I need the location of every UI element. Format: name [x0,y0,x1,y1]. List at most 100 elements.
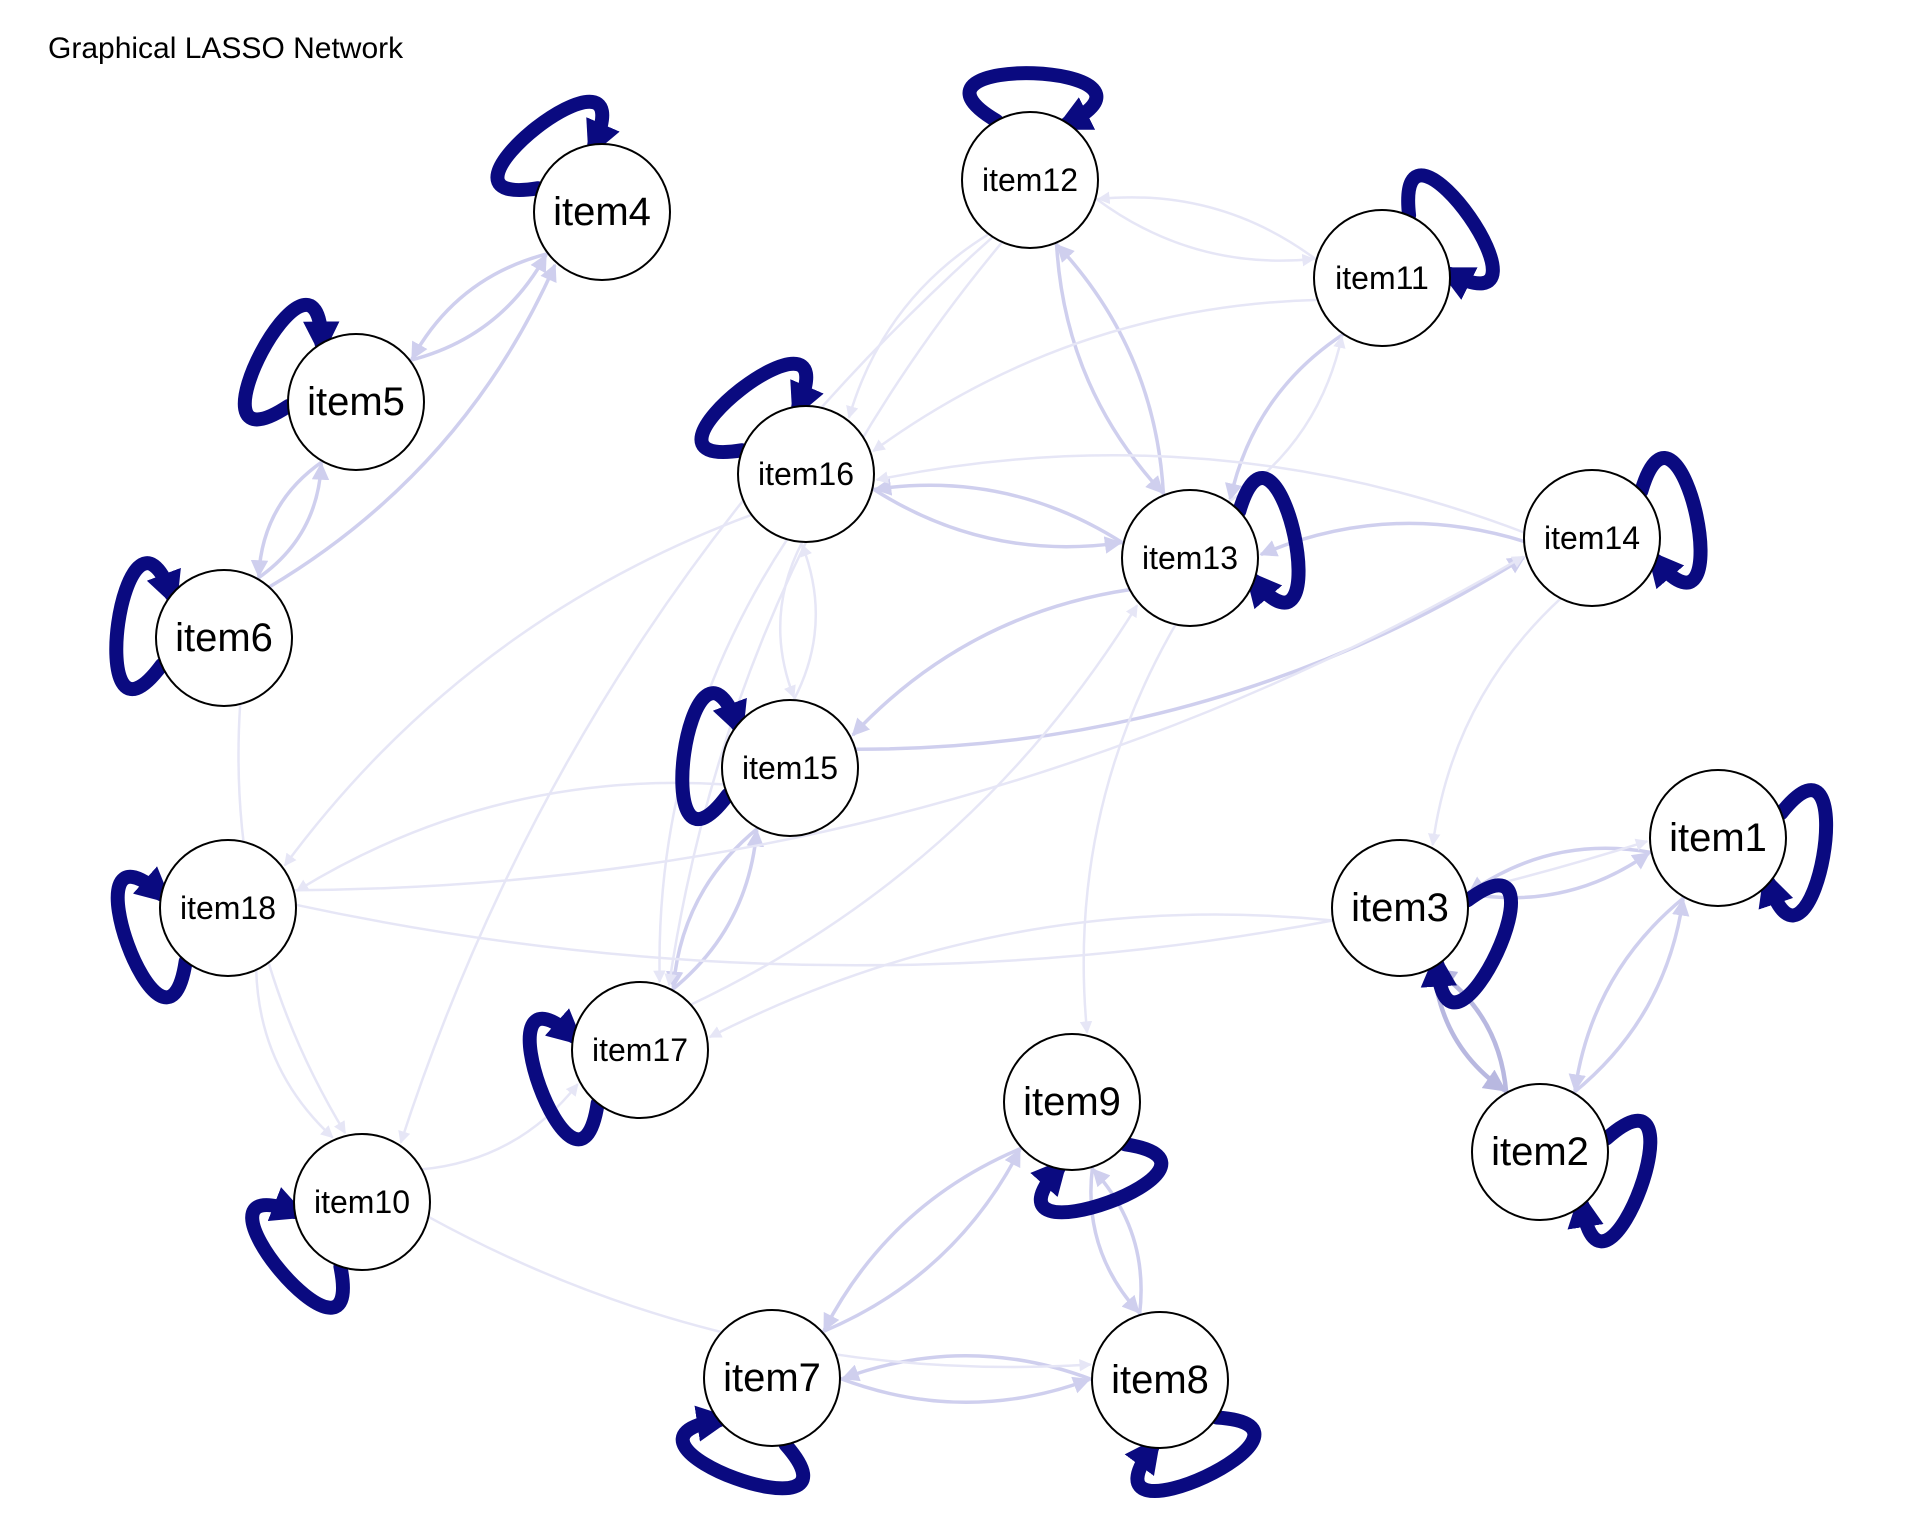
edge-item11-to-item16 [872,298,1318,453]
self-loop-item11 [1401,168,1500,300]
node-item12: item12 [961,111,1099,249]
node-item11: item11 [1313,209,1451,347]
node-circle-item4 [533,143,671,281]
node-label-item15: item15 [742,750,838,786]
edge-item12-to-item10 [398,235,994,1144]
edge-item12-to-item16 [846,233,990,419]
node-label-item6: item6 [175,616,273,660]
node-circle-item12 [961,111,1099,249]
node-circle-item7 [703,1309,841,1447]
edge-item13-to-item15 [851,587,1131,737]
node-item2: item2 [1471,1083,1609,1221]
self-loop-item15 [675,686,747,826]
edge-item14-to-item16 [875,454,1525,534]
edge-item12-to-item13 [1054,242,1164,494]
node-label-item1: item1 [1669,816,1767,860]
node-item17: item17 [571,981,709,1119]
self-loop-item2 [1567,1114,1658,1249]
self-loop-item17 [522,1008,605,1147]
node-item15: item15 [721,699,859,837]
self-loop-item9 [1030,1137,1169,1220]
edges-layer [237,191,1690,1405]
node-item18: item18 [159,839,297,977]
edge-item6-to-item4 [268,263,557,589]
node-circle-item13 [1121,489,1259,627]
edge-item18-to-item10 [254,969,334,1139]
self-loop-item1 [1758,783,1834,923]
self-loop-item10 [245,1187,350,1315]
edge-item9-to-item8 [1089,1166,1140,1314]
node-circle-item10 [293,1133,431,1271]
node-item14: item14 [1523,469,1661,607]
edge-item5-to-item6 [250,459,324,578]
self-loop-item3 [1420,878,1518,1010]
edge-item13-to-item11 [1227,335,1346,503]
edge-item4-to-item5 [410,251,549,361]
node-label-item13: item13 [1142,540,1238,576]
edge-item12-to-item17 [664,241,1004,987]
self-loop-item7 [675,1405,810,1496]
node-circle-item5 [287,333,425,471]
node-label-item8: item8 [1111,1358,1209,1402]
node-label-item9: item9 [1023,1080,1121,1124]
edge-item8-to-item7 [841,1353,1093,1382]
node-circle-item9 [1003,1033,1141,1171]
node-label-item3: item3 [1351,886,1449,930]
node-circle-item14 [1523,469,1661,607]
self-loop-item5 [237,297,340,427]
node-item10: item10 [293,1133,431,1271]
edge-item1-to-item2 [1568,895,1686,1092]
edge-item15-to-item16 [792,543,818,701]
node-item7: item7 [703,1309,841,1447]
edge-item16-to-item13 [871,487,1123,554]
node-item5: item5 [287,333,425,471]
node-label-item16: item16 [758,456,854,492]
self-loop-item18 [110,866,193,1005]
edge-item8-to-item9 [1092,1168,1143,1316]
node-label-item2: item2 [1491,1130,1589,1174]
node-circle-item17 [571,981,709,1119]
edge-item15-to-item18 [295,781,725,892]
node-circle-item16 [737,405,875,543]
self-loop-item12 [962,66,1104,131]
self-loop-item13 [1232,471,1306,610]
node-circle-item11 [1313,209,1451,347]
node-label-item10: item10 [314,1184,410,1220]
edge-item7-to-item8 [839,1376,1091,1405]
edge-item14-to-item3 [1428,597,1562,847]
edge-item12-to-item11 [1094,197,1315,267]
edge-item3-to-item17 [708,913,1334,1039]
node-circle-item15 [721,699,859,837]
edge-item10-to-item17 [421,1083,579,1171]
edge-item3-to-item1 [1466,851,1651,900]
edge-item6-to-item5 [256,462,330,581]
edge-item9-to-item7 [822,1146,1023,1332]
node-item3: item3 [1331,839,1469,977]
self-loop-item6 [109,556,181,696]
edge-item7-to-item9 [821,1148,1022,1334]
node-circle-item2 [1471,1083,1609,1221]
node-circle-item1 [1649,769,1787,907]
self-loop-item4 [490,94,620,197]
node-label-item14: item14 [1544,520,1640,556]
edge-item13-to-item12 [1056,244,1166,496]
edge-item13-to-item16 [873,478,1125,545]
edge-item16-to-item15 [778,541,804,699]
node-label-item17: item17 [592,1032,688,1068]
self-loop-item16 [694,356,824,459]
edge-item11-to-item12 [1097,191,1318,261]
edge-item18-to-item14 [293,555,1525,892]
node-label-item18: item18 [180,890,276,926]
node-item16: item16 [737,405,875,543]
self-loops-layer [109,66,1834,1498]
node-item6: item6 [155,569,293,707]
edge-item17-to-item15 [670,828,765,992]
node-label-item5: item5 [307,380,405,424]
self-loop-item14 [1634,451,1708,590]
node-item9: item9 [1003,1033,1141,1171]
edge-item15-to-item14 [855,556,1526,752]
edge-item1-to-item3 [1467,846,1652,895]
node-circle-item8 [1091,1311,1229,1449]
